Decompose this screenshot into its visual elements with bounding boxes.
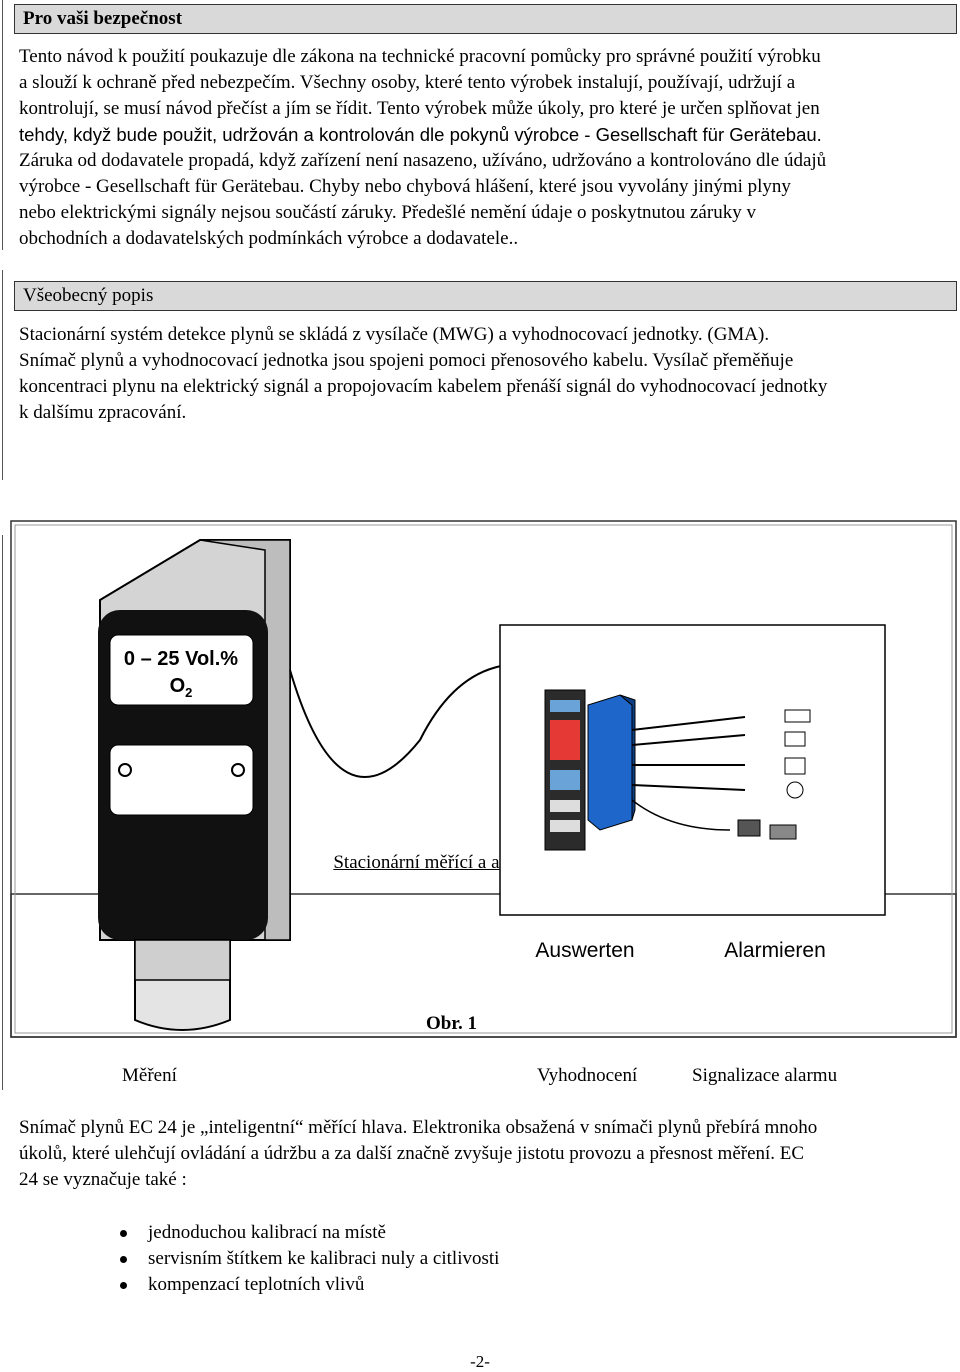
label-measure: Měření [122,1065,177,1086]
evaluation-unit [499,624,886,916]
margin-rule-middle [2,270,3,480]
label-alarm: Signalizace alarmu [692,1065,838,1086]
text-line: Tento návod k použití poukazuje dle záko… [19,46,821,67]
list-item: jednoduchou kalibrací na místě [120,1220,499,1246]
safety-paragraph: Tento návod k použití poukazuje dle záko… [19,44,953,252]
label-alarm-de: Alarmieren [724,939,826,962]
system-diagram-drawing: 0 – 25 Vol.% O2 Auswerten [10,520,957,1038]
text-line: koncentraci plynu na elektrický signál a… [19,376,828,397]
alarm-devices [784,709,811,799]
text-line: k dalšímu zpracování. [19,402,187,423]
text-line: obchodních a dodavatelských podmínkách v… [19,228,519,249]
figure-caption: Obr. 1 [426,1013,478,1034]
text-line: 24 se vyznačuje také : [19,1169,187,1190]
margin-rule-top [2,0,3,250]
margin-rule-figure [2,535,3,1090]
section-heading-safety: Pro vaši bezpečnost [14,4,957,34]
sensor-display-range: 0 – 25 Vol.% [124,648,238,670]
list-item: servisním štítkem ke kalibraci nuly a ci… [120,1246,499,1272]
label-evaluate: Vyhodnocení [537,1065,638,1086]
text-line: Záruka od dodavatele propadá, když zaříz… [19,150,827,171]
text-line: nebo elektrickými signály nejsou součást… [19,202,756,223]
feature-list: jednoduchou kalibrací na místě servisním… [120,1220,499,1298]
text-line: výrobce - Gesellschaft für Gerätebau. Ch… [19,176,791,197]
list-item: kompenzací teplotních vlivů [120,1272,499,1298]
section-heading-general: Všeobecný popis [14,281,957,311]
sensor-display-gas: O [170,675,186,697]
text-line: Snímač plynů a vyhodnocovací jednotka js… [19,350,794,371]
text-line: tehdy, když bude použit, udržován a kont… [19,124,822,145]
page-number: -2- [470,1352,490,1371]
description-paragraph: Snímač plynů EC 24 je „inteligentní“ měř… [19,1115,953,1193]
text-line: Stacionární systém detekce plynů se sklá… [19,324,770,345]
general-paragraph: Stacionární systém detekce plynů se sklá… [19,322,953,426]
text-line: kontrolují, se musí návod přečíst a jím … [19,98,820,119]
text-line: úkolů, které ulehčují ovládání a údržbu … [19,1143,805,1164]
label-evaluate-de: Auswerten [535,939,634,962]
gas-sensor-housing: 0 – 25 Vol.% O2 [98,539,291,1031]
svg-text:O2: O2 [170,675,193,700]
text-line: a slouží k ochraně před nebezpečím. Všec… [19,72,796,93]
sensor-display-subscript: 2 [185,685,192,700]
text-line: Snímač plynů EC 24 je „inteligentní“ měř… [19,1117,818,1138]
